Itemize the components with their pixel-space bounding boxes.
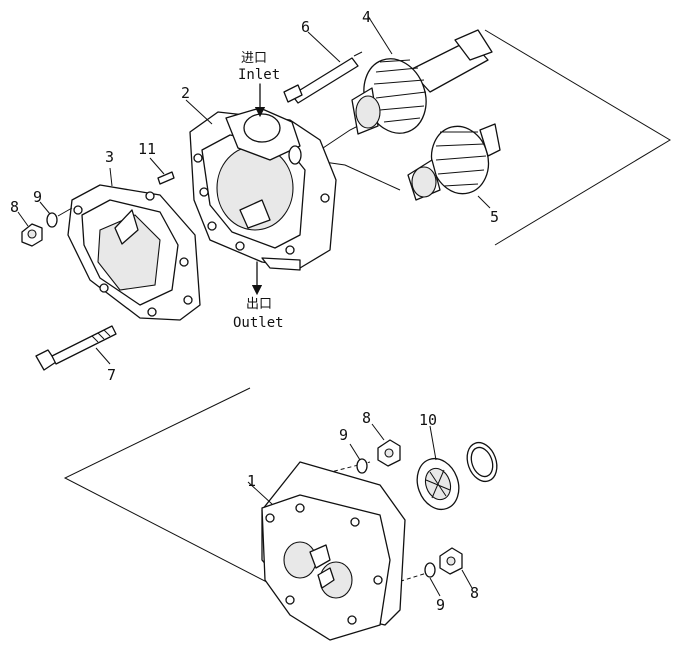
nut-washer-upper (17, 201, 73, 247)
callout-8-upper: 8 (10, 198, 20, 216)
nut-washer-lower (349, 423, 473, 597)
part-2-pump-body (185, 99, 337, 271)
callout-9-right-top: 9 (339, 426, 349, 444)
callout-9-right-bottom: 9 (436, 596, 446, 614)
part-4-drive-gear (351, 15, 493, 135)
inlet-label: Inlet (238, 67, 281, 83)
callout-10: 10 (419, 411, 438, 429)
part-6-pin (283, 31, 363, 104)
callout-4: 4 (362, 8, 372, 26)
part-7-bolt (35, 325, 117, 371)
part-3-end-cover (67, 167, 201, 321)
flow-arrows (251, 83, 266, 296)
outlet-label: Outlet (233, 315, 284, 331)
outlet-label-cn: 出口 (246, 297, 273, 312)
callout-5: 5 (490, 208, 500, 226)
inlet-label-cn: 进口 (241, 51, 268, 66)
part-11-dowel-pin (149, 157, 175, 185)
part-1-front-cover (247, 461, 406, 641)
callout-9-upper: 9 (33, 188, 43, 206)
callout-3: 3 (105, 148, 115, 166)
part-10-bearing (416, 425, 498, 511)
callout-7: 7 (107, 366, 117, 384)
part-5-driven-gear (407, 123, 501, 209)
callout-6: 6 (301, 18, 311, 36)
callout-2: 2 (181, 84, 191, 102)
callout-11: 11 (138, 140, 157, 158)
callout-8-right-bottom: 8 (470, 584, 480, 602)
callout-8-right-top: 8 (362, 409, 372, 427)
callout-1: 1 (247, 472, 257, 490)
